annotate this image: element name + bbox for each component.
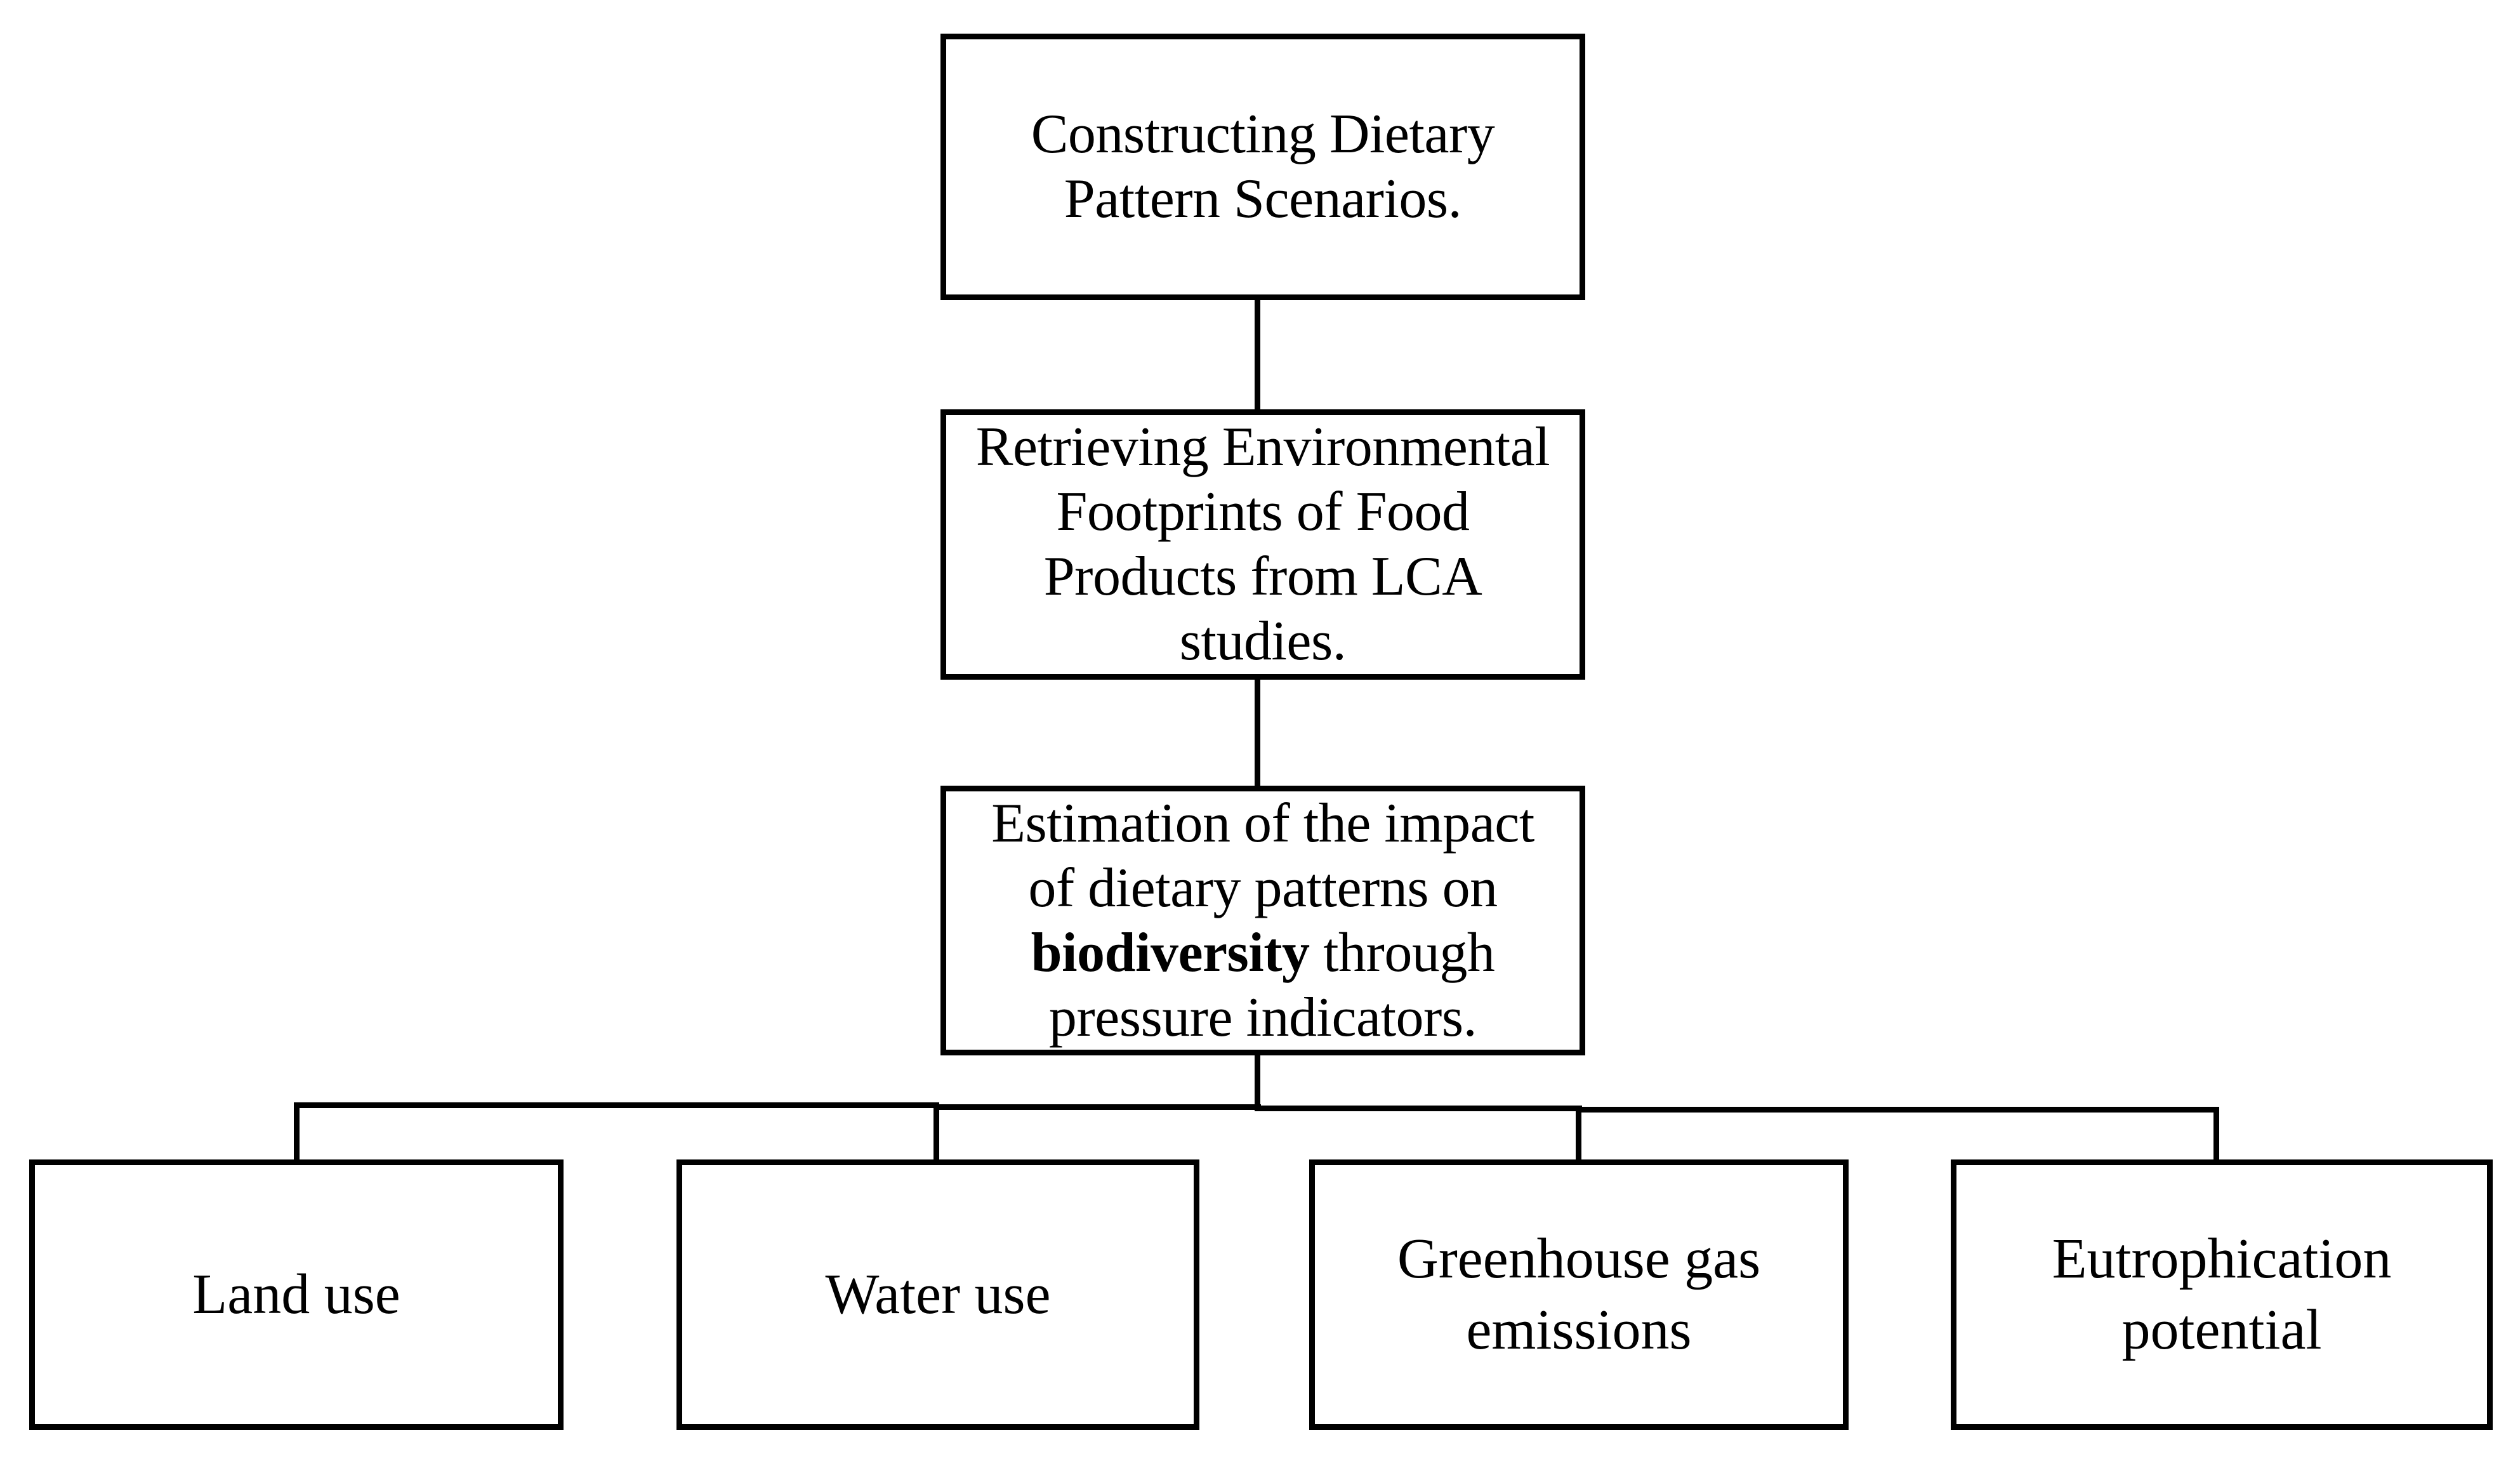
branch-bar-segment-mid-right xyxy=(1255,1106,1582,1111)
text-line: pressure indicators. xyxy=(1048,986,1477,1048)
text-line: emissions xyxy=(1466,1298,1692,1361)
box-land-use: Land use xyxy=(29,1159,564,1430)
box-greenhouse-gas-emissions: Greenhouse gas emissions xyxy=(1309,1159,1849,1430)
box-water-use: Water use xyxy=(676,1159,1199,1430)
text-line: Constructing Dietary xyxy=(1031,103,1495,165)
branch-bar-segment-mid-left xyxy=(933,1104,1261,1110)
drop-line-land-use xyxy=(294,1102,300,1162)
text-line: studies. xyxy=(1179,611,1347,672)
text-line: Pattern Scenarios. xyxy=(1064,168,1462,230)
connector-step1-step2 xyxy=(1255,299,1260,411)
drop-line-water-use xyxy=(933,1104,939,1162)
text-line: Land use xyxy=(192,1263,400,1326)
box-eutrophication-potential: Eutrophication potential xyxy=(1951,1159,2493,1430)
connector-step3-branch-bar xyxy=(1255,1054,1260,1109)
branch-bar-segment-right xyxy=(1576,1107,2219,1113)
text-line: biodiversity through xyxy=(1031,921,1495,986)
drop-line-eutrophication xyxy=(2213,1107,2219,1162)
bold-text-segment: biodiversity xyxy=(1031,921,1310,984)
text-segment: through xyxy=(1309,921,1495,984)
text-line: of dietary patterns on xyxy=(1028,857,1498,919)
text-line: Water use xyxy=(825,1263,1051,1326)
text-line: Products from LCA xyxy=(1043,546,1482,607)
text-line: Footprints of Food xyxy=(1056,481,1470,543)
connector-step2-step3 xyxy=(1255,678,1260,787)
text-line: Greenhouse gas xyxy=(1397,1227,1761,1290)
branch-bar-segment-left xyxy=(294,1102,939,1108)
text-line: Retrieving Environmental xyxy=(975,416,1550,478)
text-line: Estimation of the impact xyxy=(991,792,1534,854)
text-line: Eutrophication xyxy=(2052,1227,2392,1290)
text-line: potential xyxy=(2121,1298,2322,1361)
drop-line-greenhouse-gas xyxy=(1576,1107,1581,1162)
